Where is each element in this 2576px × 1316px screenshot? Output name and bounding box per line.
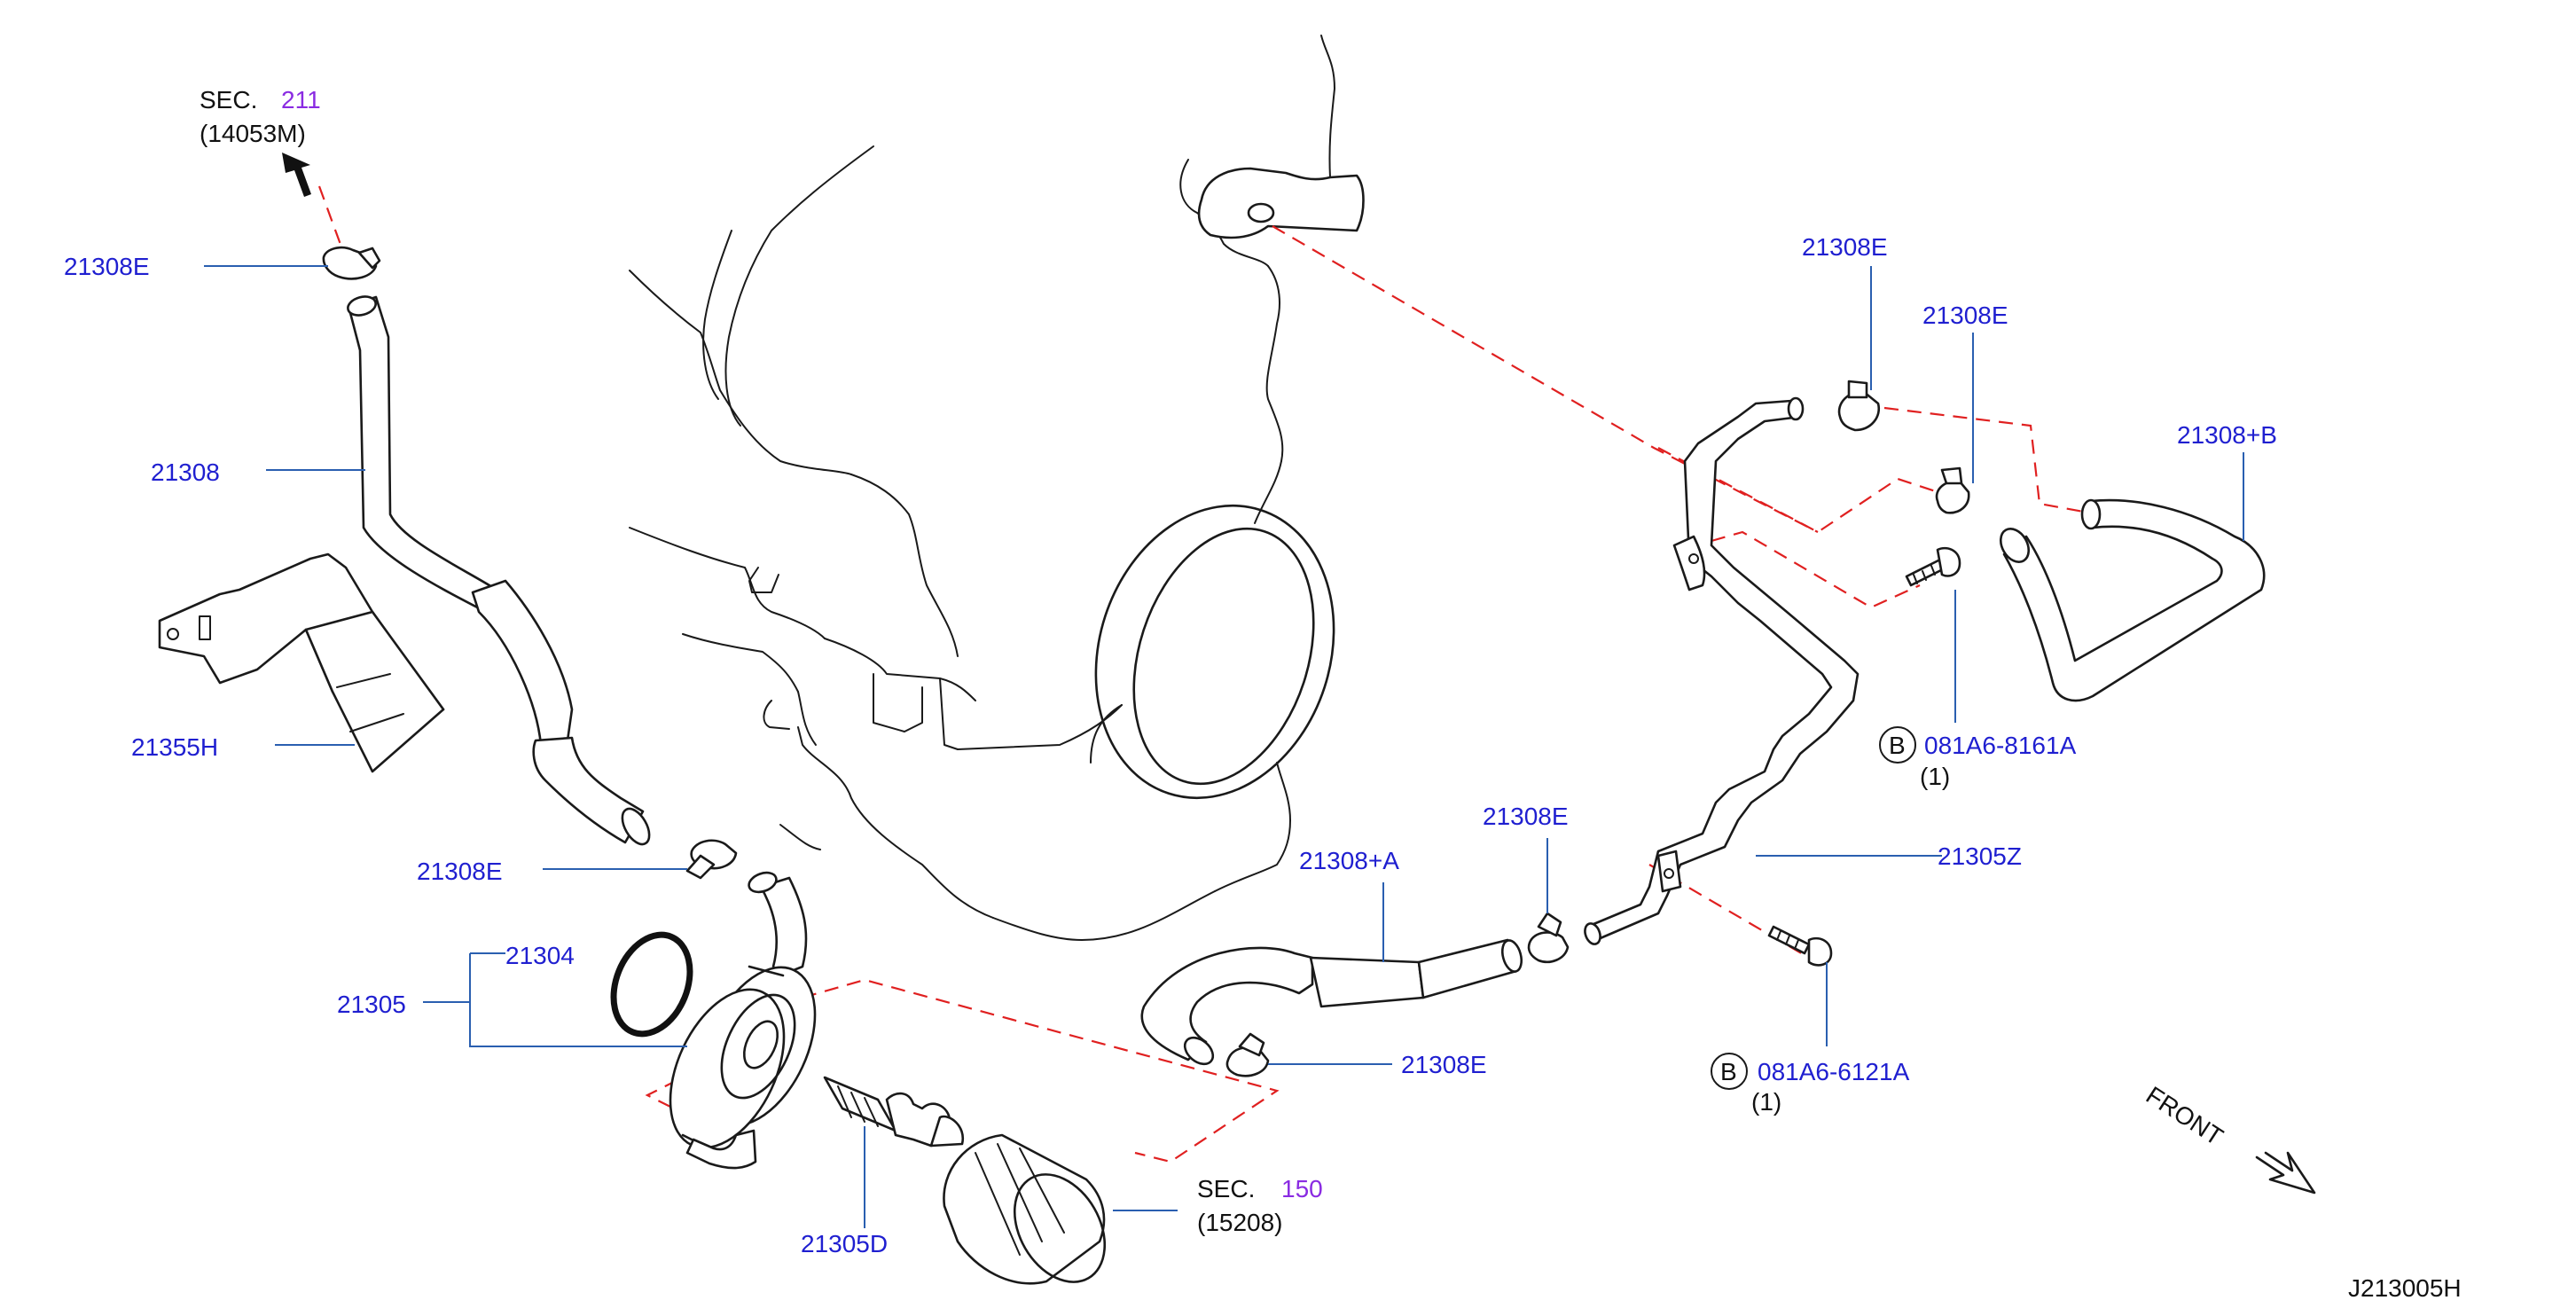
clamp-icon	[1225, 1032, 1270, 1077]
front-label: FRONT	[2141, 1081, 2228, 1151]
front-indicator: FRONT	[2141, 1081, 2316, 1195]
sec-number: 150	[1281, 1175, 1323, 1202]
part-label: 081A6-8161A	[1924, 732, 2077, 759]
clamp-icon	[1837, 380, 1881, 432]
arrow-up-icon	[282, 153, 311, 197]
o-ring	[610, 931, 693, 1038]
part-label: 21355H	[131, 733, 218, 761]
engine-top-housing	[1197, 167, 1365, 239]
part-label: 21308	[151, 458, 220, 486]
bolt-icon	[1767, 925, 1833, 967]
quantity: (1)	[1751, 1088, 1781, 1116]
hose-21308-B	[1999, 498, 2266, 702]
clamp-icon	[322, 246, 381, 280]
bolt-marker: B	[1720, 1058, 1737, 1085]
clamp-icon	[1935, 466, 1970, 514]
sec-code: (15208)	[1197, 1209, 1283, 1236]
bracket-21355H	[158, 552, 445, 773]
part-label: 21304	[505, 942, 575, 969]
section-ref-bottom: SEC. 150 (15208)	[1197, 1175, 1323, 1236]
sec-number: 211	[281, 86, 321, 114]
oil-cooler-21305	[669, 871, 817, 1170]
part-label: 21305Z	[1938, 842, 2022, 870]
part-label: 21308E	[1401, 1051, 1487, 1078]
hose-21308-A	[1140, 938, 1523, 1066]
leader-lines	[204, 265, 2244, 1228]
part-label: 21308E	[1483, 803, 1569, 830]
flywheel	[1090, 504, 1335, 800]
bolt-ref-upper: B 081A6-8161A (1)	[1879, 726, 2077, 790]
hose-21308	[347, 295, 651, 846]
quantity: (1)	[1920, 763, 1950, 790]
sec-code: (14053M)	[200, 120, 306, 147]
part-label: 21308E	[1802, 233, 1888, 261]
part-label: 21308E	[1922, 302, 2008, 329]
connector-21305D	[823, 1076, 965, 1148]
part-label: 21305D	[801, 1230, 888, 1257]
sec-prefix: SEC.	[200, 86, 257, 114]
bolt-marker: B	[1889, 732, 1906, 759]
diagram-id: J213005H	[2348, 1274, 2462, 1302]
sec-prefix: SEC.	[1197, 1175, 1255, 1202]
bolt-icon	[1905, 546, 1961, 587]
bolt-ref-lower: B 081A6-6121A (1)	[1711, 1053, 1910, 1116]
pipe-21305Z	[1584, 396, 1860, 945]
part-label: 21308+B	[2177, 421, 2277, 449]
connector-dashes	[317, 185, 2089, 1163]
clamp-icon	[1527, 912, 1570, 964]
part-label: 21308+A	[1299, 847, 1399, 874]
part-label: 21308E	[417, 858, 503, 885]
front-arrow-icon	[2255, 1151, 2316, 1195]
part-label: 081A6-6121A	[1758, 1058, 1910, 1085]
section-ref-top: SEC. 211 (14053M)	[200, 86, 321, 197]
clamp-icon	[685, 839, 738, 880]
part-label: 21308E	[64, 253, 150, 280]
oil-filter	[943, 1133, 1107, 1285]
part-label: 21305	[337, 991, 406, 1018]
